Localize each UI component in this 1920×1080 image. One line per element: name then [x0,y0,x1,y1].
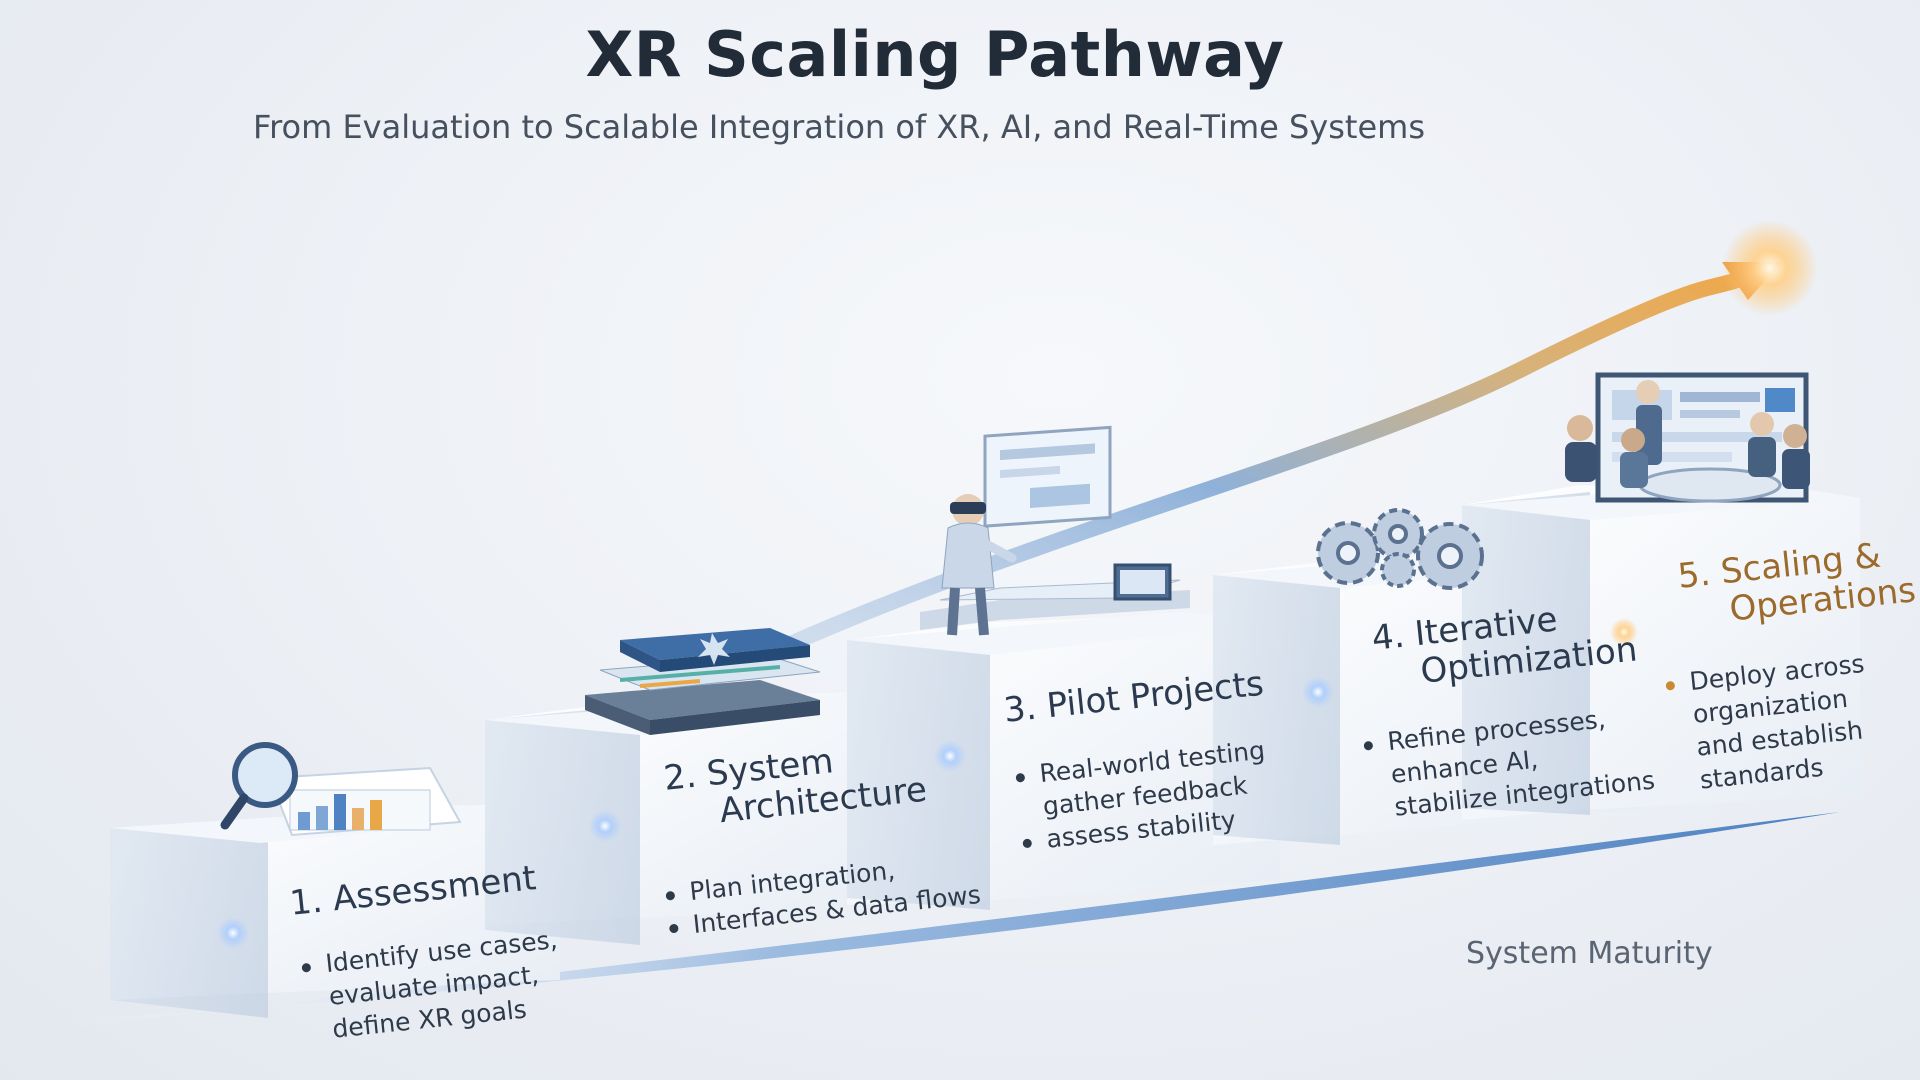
page-subtitle: From Evaluation to Scalable Integration … [253,108,1425,146]
vr-user-hologram-icon [920,425,1190,636]
glow-node [1302,676,1334,708]
page-title: XR Scaling Pathway [585,18,1285,91]
glow-node [1610,618,1638,646]
stage-5-number: 5. [1675,553,1713,597]
system-maturity-label: System Maturity [1466,936,1713,971]
step-block-3 [847,612,1280,910]
server-stack-icon [585,628,821,735]
glow-node [934,740,966,772]
glow-node [589,810,621,842]
magnifier-chart-icon [220,742,462,837]
glow-node [217,917,249,949]
arrow-glow [1722,220,1818,316]
stage-5-bullets: Deploy across organization and establish… [1662,647,1876,799]
stage-1-number: 1. [287,880,325,924]
stage-2-number: 2. [661,755,699,799]
gears-icon [1316,508,1484,590]
stage-4-number: 4. [1369,615,1407,659]
team-meeting-icon [1565,372,1810,503]
growth-arrow [552,262,1768,768]
stage-3-number: 3. [1001,687,1039,731]
